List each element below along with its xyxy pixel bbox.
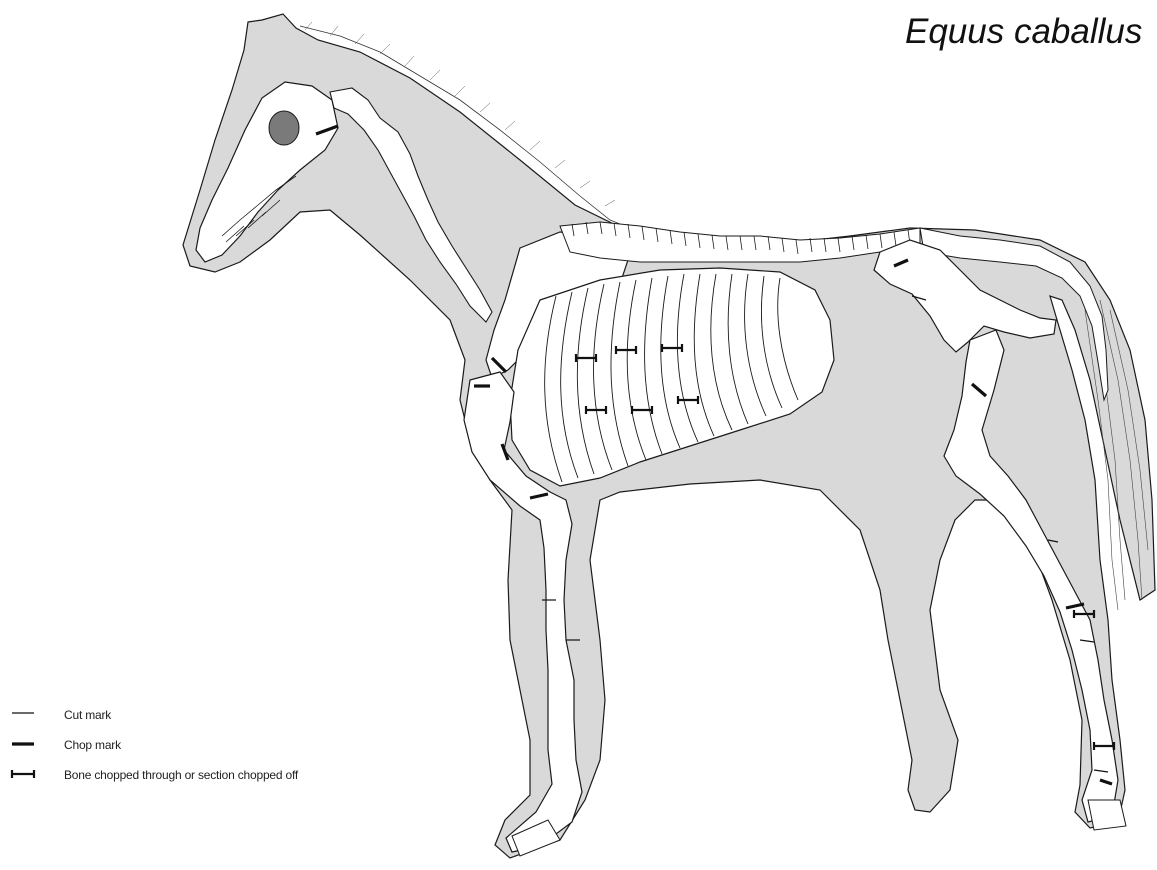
cut-mark-symbol (8, 705, 40, 725)
legend-label-chop: Chop mark (64, 738, 121, 752)
legend-label-cut: Cut mark (64, 708, 111, 722)
near-hind-hoof (1088, 800, 1126, 830)
species-title: Equus caballus (905, 12, 1142, 52)
legend-label-chopped-through: Bone chopped through or section chopped … (64, 768, 298, 782)
orbit (269, 111, 299, 145)
chop-mark-symbol (8, 735, 40, 755)
chopped-through-symbol (8, 765, 40, 785)
